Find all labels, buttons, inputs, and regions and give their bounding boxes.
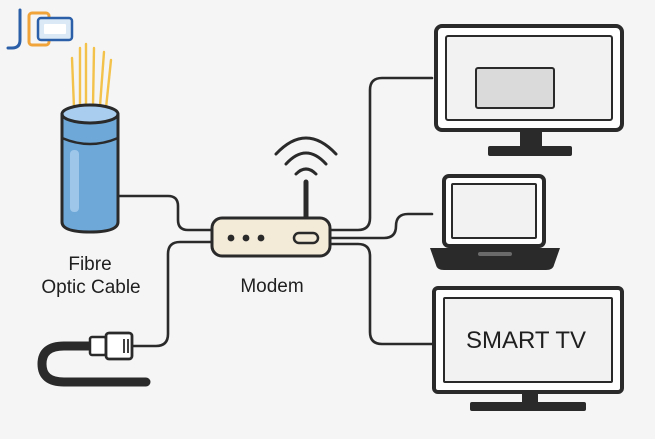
fibre-label-line1: Fibre (68, 254, 111, 275)
wire-modem-to-laptop (326, 212, 434, 240)
fibre-optic-cable-icon (60, 42, 120, 234)
wifi-signal-icon (274, 136, 338, 176)
wire-modem-to-tv (326, 242, 434, 346)
smart-tv-icon (432, 286, 624, 411)
ethernet-cable-icon (37, 331, 151, 387)
modem-icon (210, 179, 332, 258)
connection-wires (116, 76, 434, 348)
smart-tv-label: SMART TV (466, 327, 586, 354)
desktop-monitor-icon (434, 24, 624, 156)
wire-ethernet-to-modem (128, 240, 216, 348)
wire-fibre-to-modem (116, 194, 216, 232)
brand-logo-icon (6, 8, 74, 50)
modem-label: Modem (240, 276, 303, 297)
fibre-label-line2: Optic Cable (41, 277, 140, 298)
wire-modem-to-monitor (326, 76, 434, 232)
laptop-icon (430, 174, 560, 270)
